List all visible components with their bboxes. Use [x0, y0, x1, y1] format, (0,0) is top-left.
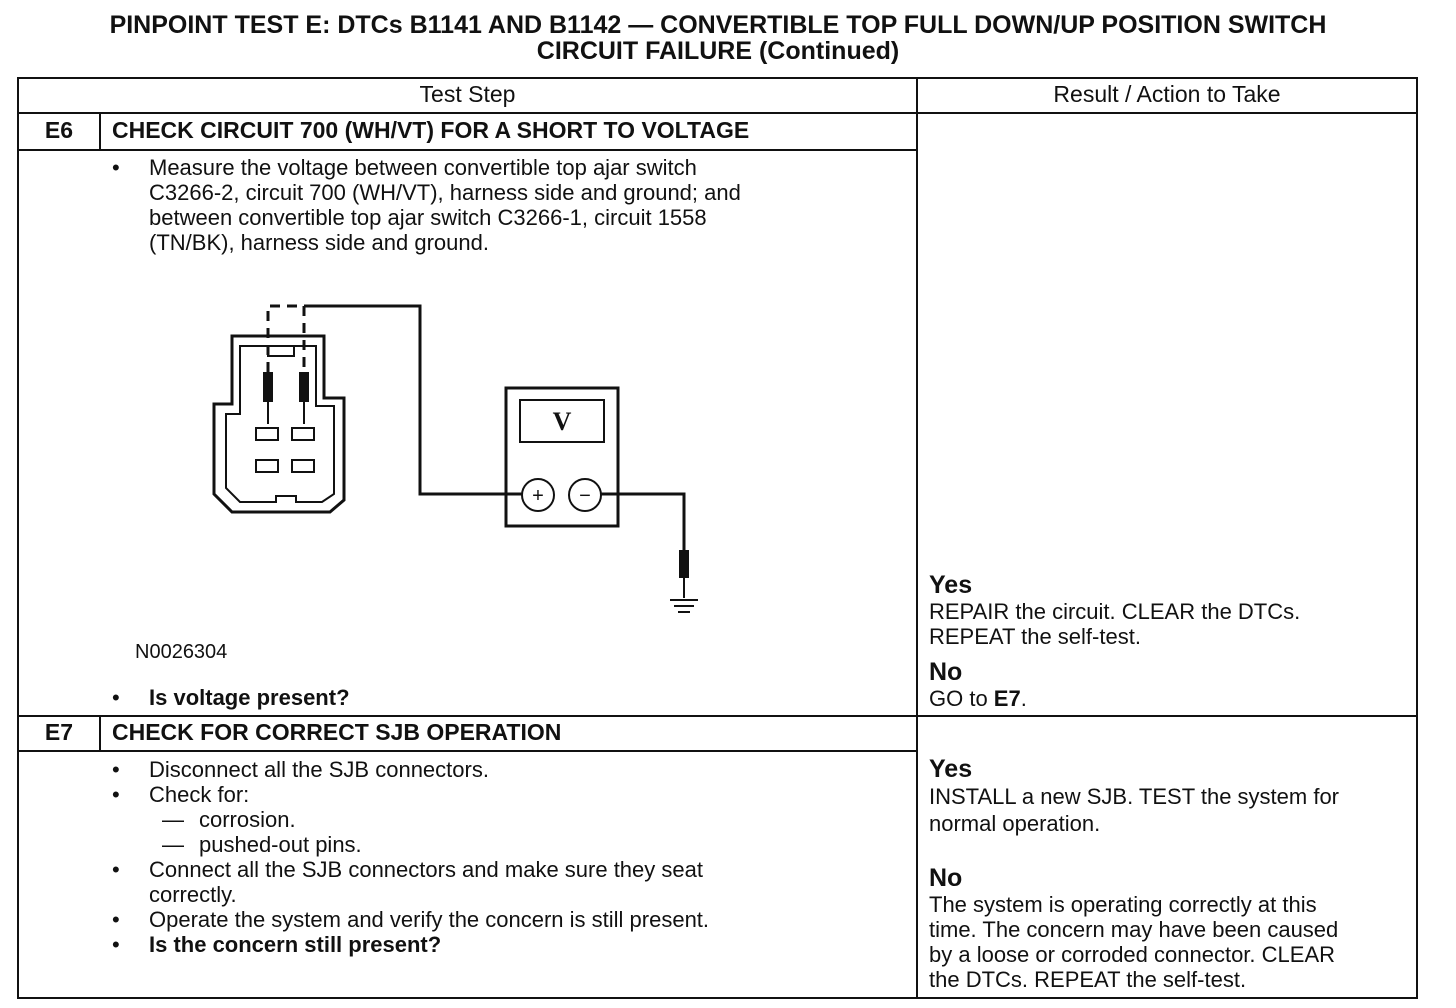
e7-no-line: the DTCs. REPEAT the self-test.	[929, 967, 1247, 992]
negative-lead-wire	[601, 492, 686, 550]
e7-id-divider	[99, 715, 101, 752]
table-left-border	[17, 77, 19, 999]
e7-step-id: E7	[44, 719, 74, 745]
page-title: PINPOINT TEST E: DTCs B1141 AND B1142 — …	[0, 12, 1436, 64]
pin-cavity	[291, 459, 315, 473]
e7-yes-line: normal operation.	[929, 811, 1101, 836]
header-test-step: Test Step	[419, 81, 516, 107]
e7-question-text: Is the concern still present?	[149, 932, 442, 957]
e7-step-text: Disconnect all the SJB connectors.	[149, 757, 489, 782]
e6-yes-label: Yes	[929, 571, 973, 599]
e7-substep-text: pushed-out pins.	[199, 832, 362, 857]
e6-question-text: Is voltage present?	[149, 685, 350, 710]
voltmeter-display	[519, 399, 605, 443]
bullet-icon: •	[112, 907, 120, 932]
positive-lead-wire	[304, 304, 524, 496]
e6-no-suffix: .	[1020, 686, 1027, 711]
positive-terminal	[521, 478, 555, 512]
e6-heading-border	[17, 149, 918, 151]
voltmeter	[504, 386, 620, 528]
e6-instruction-line: C3266-2, circuit 700 (WH/VT), harness si…	[149, 180, 741, 205]
dashed-probe-wire	[266, 304, 306, 372]
bullet-icon: •	[112, 932, 120, 957]
probe-tip	[263, 372, 273, 402]
bullet-icon: •	[112, 757, 120, 782]
table-top-border	[17, 77, 1418, 79]
title-line-1: PINPOINT TEST E: DTCs B1141 AND B1142 — …	[109, 11, 1327, 39]
figure-id: N0026304	[135, 641, 228, 663]
e6-step-id: E6	[44, 117, 74, 143]
e6-instruction-line: Measure the voltage between convertible …	[149, 155, 697, 180]
e7-step: • Is the concern still present?	[112, 932, 902, 957]
bullet-icon: •	[112, 155, 120, 180]
e6-no-action: GO to E7.	[929, 686, 1300, 711]
column-divider	[916, 77, 918, 999]
e7-step: • Disconnect all the SJB connectors.	[112, 757, 902, 782]
pin-cavity	[255, 427, 279, 441]
pin-cavity	[291, 427, 315, 441]
e7-yes-line: INSTALL a new SJB. TEST the system for	[929, 784, 1340, 809]
negative-terminal-symbol: −	[579, 485, 591, 507]
ground-icon	[670, 599, 698, 613]
e7-step-text: correctly.	[149, 882, 237, 907]
e7-no-line: by a loose or corroded connector. CLEAR	[929, 942, 1336, 967]
e7-substep: — corrosion.	[112, 807, 902, 832]
header-bottom-border	[17, 112, 1418, 114]
ground-probe-tip	[679, 550, 689, 578]
e7-step: • Connect all the SJB connectors and mak…	[112, 857, 902, 907]
table-right-border	[1416, 77, 1418, 999]
e7-step-text: Connect all the SJB connectors and make …	[149, 857, 703, 882]
dash-icon: —	[162, 832, 184, 857]
e7-step-text: Check for:	[149, 782, 250, 807]
e6-instruction-line: (TN/BK), harness side and ground.	[149, 230, 489, 255]
header-result-action: Result / Action to Take	[1053, 81, 1281, 107]
e7-heading-border	[17, 750, 918, 752]
e7-results: Yes INSTALL a new SJB. TEST the system f…	[929, 755, 1340, 993]
e6-results: Yes REPAIR the circuit. CLEAR the DTCs. …	[929, 571, 1301, 712]
e7-substep: — pushed-out pins.	[112, 832, 902, 857]
e6-id-divider	[99, 112, 101, 151]
e6-no-target: E7	[993, 686, 1021, 711]
bullet-icon: •	[112, 857, 120, 882]
connector-body	[212, 334, 346, 514]
e6-heading: CHECK CIRCUIT 700 (WH/VT) FOR A SHORT TO…	[112, 117, 750, 143]
e7-heading: CHECK FOR CORRECT SJB OPERATION	[112, 719, 562, 745]
e6-instruction-line: between convertible top ajar switch C326…	[149, 205, 707, 230]
e7-step: • Operate the system and verify the conc…	[112, 907, 902, 932]
bullet-icon: •	[112, 685, 120, 710]
e7-no-line: The system is operating correctly at thi…	[929, 892, 1317, 917]
e7-substep-text: corrosion.	[199, 807, 296, 832]
bullet-icon: •	[112, 782, 120, 807]
e6-yes-line: REPEAT the self-test.	[929, 624, 1141, 649]
connector-latch	[267, 345, 295, 357]
e6-no-label: No	[929, 658, 963, 686]
e6-e7-separator	[17, 715, 1418, 717]
positive-terminal-symbol: +	[532, 485, 544, 507]
e7-steps: • Disconnect all the SJB connectors. • C…	[112, 757, 902, 957]
e6-yes-line: REPAIR the circuit. CLEAR the DTCs.	[929, 599, 1301, 624]
e7-yes-label: Yes	[929, 755, 973, 783]
e7-no-label: No	[929, 864, 963, 892]
probe-tip	[299, 372, 309, 402]
voltmeter-label: V	[553, 407, 572, 436]
title-line-2: CIRCUIT FAILURE (Continued)	[536, 37, 900, 65]
e7-no-line: time. The concern may have been caused	[929, 917, 1339, 942]
e6-no-prefix: GO to	[929, 686, 994, 711]
pin-cavity	[255, 459, 279, 473]
dash-icon: —	[162, 807, 184, 832]
e7-step: • Check for:	[112, 782, 902, 807]
connector-inner	[225, 345, 335, 503]
e7-step-text: Operate the system and verify the concer…	[149, 907, 710, 932]
table-bottom-border	[17, 997, 1418, 999]
